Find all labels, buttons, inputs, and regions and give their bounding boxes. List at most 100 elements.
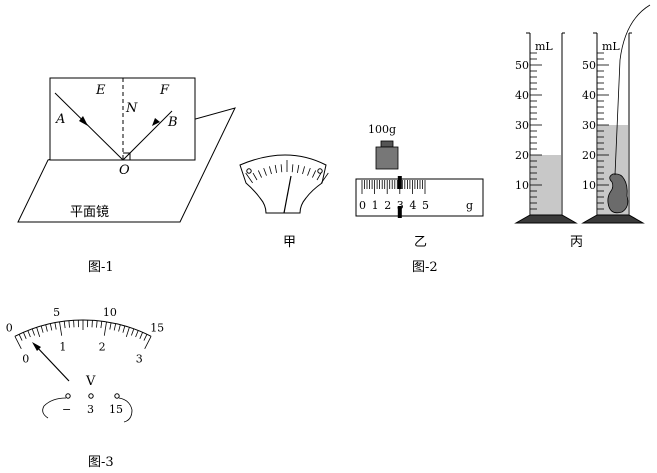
voltmeter-outer-label: 0 (6, 321, 13, 334)
fig2-caption: 图-2 (412, 260, 438, 275)
terminal-3-label: 3 (87, 403, 94, 416)
voltmeter-inner-label: 1 (59, 341, 66, 354)
label-O: O (119, 163, 130, 178)
terminal-negative (65, 393, 71, 399)
terminal-negative-label: − (62, 403, 71, 416)
balance-dial-ticks (245, 160, 329, 184)
incident-ray-arrow (79, 116, 88, 126)
incident-ray (54, 92, 124, 161)
voltmeter-tick (68, 320, 70, 328)
voltmeter-pointer (34, 344, 70, 382)
scale-tick-label: 0 (359, 199, 366, 212)
voltmeter-symbol: V (85, 374, 96, 389)
voltmeter-outer-label: 10 (103, 306, 117, 319)
balance-tick (269, 166, 272, 175)
bing-label: 丙 (570, 235, 583, 250)
weight-knob (380, 140, 394, 148)
voltmeter-tick (36, 327, 41, 338)
terminal-15 (114, 393, 120, 399)
voltmeter-arc (14, 319, 152, 337)
reflected-ray (122, 110, 173, 161)
yi-label: 乙 (414, 235, 427, 250)
scale-unit: g (466, 199, 473, 212)
voltmeter-tick (122, 325, 126, 333)
balance-tick (274, 164, 277, 173)
label-E: E (95, 83, 106, 98)
mirror-label: 平面镜 (70, 205, 109, 220)
voltmeter-tick (23, 332, 27, 339)
scale-tick-label: 2 (384, 199, 391, 212)
voltmeter-inner-labels: 0 1 2 3 (22, 341, 142, 366)
voltmeter-tick (27, 330, 31, 338)
voltmeter-outer-label: 15 (150, 321, 164, 334)
balance-tick (263, 167, 267, 176)
jia-label: 甲 (283, 235, 296, 250)
voltmeter-tick (14, 336, 22, 349)
balance-tick (316, 172, 322, 181)
voltmeter-pointer-tip (32, 342, 41, 351)
stone-sample (607, 173, 629, 214)
scale-slider (397, 176, 402, 189)
balance-screw-right (317, 168, 323, 174)
voltmeter-tick (54, 322, 57, 330)
cylinder-tick-label: 20 (582, 149, 596, 162)
cylinder-tick-label: 50 (515, 59, 529, 72)
cylinder-tick-label: 30 (582, 119, 596, 132)
reflected-ray-arrow (152, 118, 160, 126)
label-N: N (125, 101, 138, 116)
voltmeter-tick (63, 321, 66, 329)
hanging-string (614, 4, 651, 176)
voltmeter-tick (144, 336, 152, 349)
scale-tick-label: 4 (409, 199, 416, 212)
voltmeter-inner-label: 3 (136, 353, 143, 366)
voltmeter-tick (45, 324, 48, 332)
voltmeter-tick (131, 328, 135, 336)
wire-left (42, 397, 67, 419)
cylinder-tick-label: 20 (515, 149, 529, 162)
scale-tick-label: 3 (397, 199, 404, 212)
balance-tick (302, 166, 305, 175)
voltmeter-tick (40, 325, 44, 333)
cylinder-tick-label: 30 (515, 119, 529, 132)
terminal-3 (88, 393, 94, 399)
voltmeter-tick (113, 323, 117, 331)
label-B: B (167, 115, 178, 130)
voltmeter-tick (31, 328, 35, 336)
scale-tick-label: 1 (372, 199, 379, 212)
balance-tick (307, 167, 311, 176)
voltmeter-inner-label: 0 (22, 353, 29, 366)
voltmeter-tick (125, 327, 130, 338)
cylinder-base (581, 214, 645, 224)
scale-tick-label: 5 (422, 199, 429, 212)
weight-body (375, 146, 399, 170)
balance-dial-plate (239, 154, 327, 214)
label-F: F (159, 83, 170, 98)
scale-ticks (361, 180, 426, 194)
voltmeter-tick (100, 321, 103, 329)
cylinder-base (514, 214, 578, 224)
voltmeter-tick (96, 320, 98, 328)
label-A: A (55, 112, 65, 127)
voltmeter-inner-label: 2 (99, 341, 106, 354)
voltmeter-tick (109, 322, 112, 330)
wire-right (118, 397, 133, 423)
voltmeter-tick (135, 330, 139, 338)
voltmeter-tick (18, 334, 23, 341)
cylinder-tick-label: 50 (582, 59, 596, 72)
balance-tick (280, 164, 283, 173)
cylinder-tick-label: 40 (515, 89, 529, 102)
figure-1: E F N A B O 平面镜 图-1 (17, 77, 236, 275)
balance-tick (297, 164, 300, 173)
cylinder-tick-label: 10 (515, 179, 529, 192)
scale-slider-lower (397, 206, 402, 218)
balance-tick (257, 170, 262, 178)
weight-label: 100g (368, 123, 396, 136)
right-angle-mark (123, 152, 131, 160)
balance-pointer (283, 175, 292, 214)
balance-tick (245, 172, 253, 184)
